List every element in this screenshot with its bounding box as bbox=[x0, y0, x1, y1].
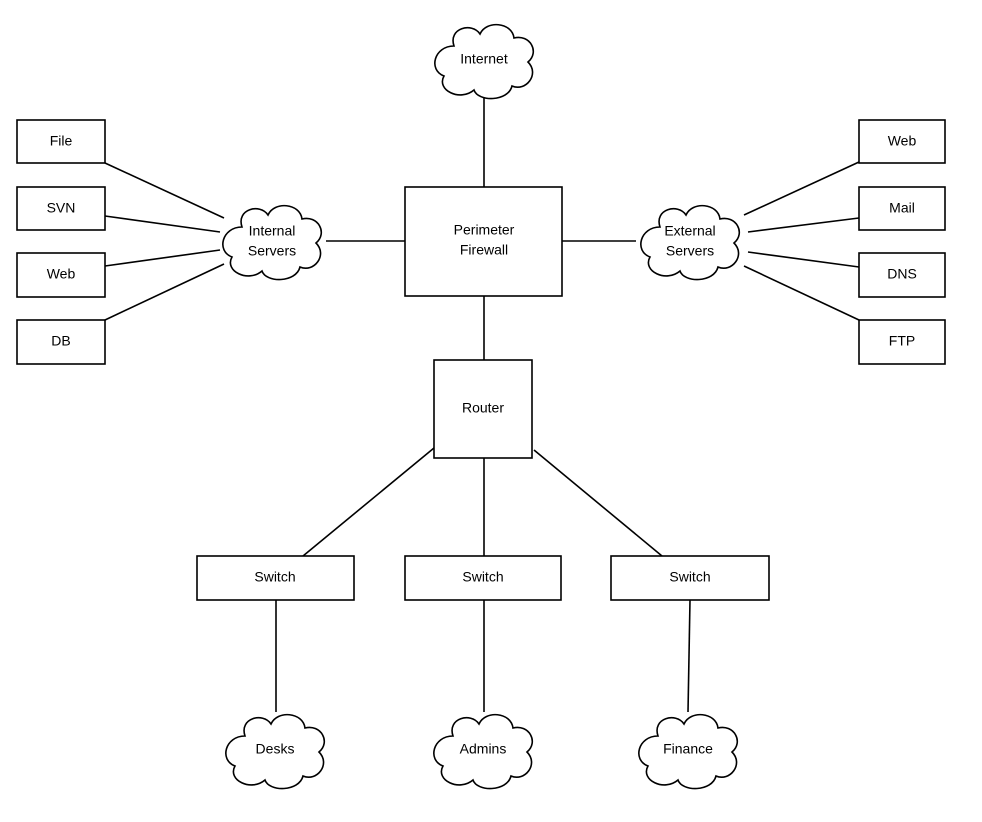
edge-external-dns bbox=[747, 251, 860, 268]
perimeter-firewall-node: Perimeter Firewall bbox=[404, 186, 563, 297]
edge-external-mail bbox=[747, 217, 860, 233]
edge-external-ftp bbox=[743, 265, 860, 321]
internal-server-label: Web bbox=[47, 266, 76, 282]
switch-label: Switch bbox=[254, 569, 295, 585]
switch-2: Switch bbox=[404, 555, 562, 601]
router-node: Router bbox=[433, 359, 533, 459]
external-server-label: Mail bbox=[889, 200, 915, 216]
external-server-list: Web Mail DNS FTP bbox=[858, 119, 946, 365]
internal-server-web: Web bbox=[16, 252, 106, 298]
edge-db-internal bbox=[104, 263, 225, 321]
router-label: Router bbox=[462, 400, 504, 416]
edge-router-switch-1 bbox=[302, 447, 435, 557]
edge-web-internal bbox=[104, 249, 221, 267]
finance-cloud: Finance bbox=[638, 713, 739, 790]
switch-label: Switch bbox=[462, 569, 503, 585]
external-server-label: FTP bbox=[889, 333, 915, 349]
admins-label: Admins bbox=[460, 741, 507, 757]
external-server-ftp: FTP bbox=[858, 319, 946, 365]
switch-label: Switch bbox=[669, 569, 710, 585]
external-server-label: DNS bbox=[887, 266, 917, 282]
internal-server-label: File bbox=[50, 133, 73, 149]
internal-servers-label-line1: Internal bbox=[249, 223, 296, 239]
external-servers-label-line2: Servers bbox=[666, 243, 714, 259]
external-servers-label-line1: External bbox=[664, 223, 715, 239]
internal-servers-label-line2: Servers bbox=[248, 243, 296, 259]
internal-servers-cloud: Internal Servers bbox=[222, 204, 323, 281]
internet-label: Internet bbox=[460, 51, 508, 67]
desks-cloud: Desks bbox=[225, 713, 326, 790]
firewall-label-line2: Firewall bbox=[460, 242, 508, 258]
internet-cloud: Internet bbox=[434, 23, 535, 100]
switch-list: Switch Switch Switch bbox=[196, 555, 770, 601]
external-servers-cloud: External Servers bbox=[640, 204, 741, 281]
external-server-label: Web bbox=[888, 133, 917, 149]
internal-server-file: File bbox=[16, 119, 106, 164]
edge-switch-finance bbox=[687, 599, 691, 713]
firewall-label-line1: Perimeter bbox=[454, 222, 515, 238]
edge-file-internal bbox=[104, 162, 225, 219]
internal-server-list: File SVN Web DB bbox=[16, 119, 106, 365]
switch-1: Switch bbox=[196, 555, 355, 601]
internal-server-db: DB bbox=[16, 319, 106, 365]
connectors bbox=[104, 96, 860, 713]
edge-external-web bbox=[743, 161, 860, 216]
external-server-web: Web bbox=[858, 119, 946, 164]
edge-svn-internal bbox=[104, 215, 221, 233]
internal-server-svn: SVN bbox=[16, 186, 106, 231]
internal-server-label: DB bbox=[51, 333, 70, 349]
switch-3: Switch bbox=[610, 555, 770, 601]
external-server-dns: DNS bbox=[858, 252, 946, 298]
internal-server-label: SVN bbox=[47, 200, 76, 216]
edge-router-switch-3 bbox=[533, 449, 663, 557]
external-server-mail: Mail bbox=[858, 186, 946, 231]
group-clouds: Desks Admins Finance bbox=[225, 713, 739, 790]
finance-label: Finance bbox=[663, 741, 713, 757]
admins-cloud: Admins bbox=[433, 713, 534, 790]
desks-label: Desks bbox=[256, 741, 295, 757]
